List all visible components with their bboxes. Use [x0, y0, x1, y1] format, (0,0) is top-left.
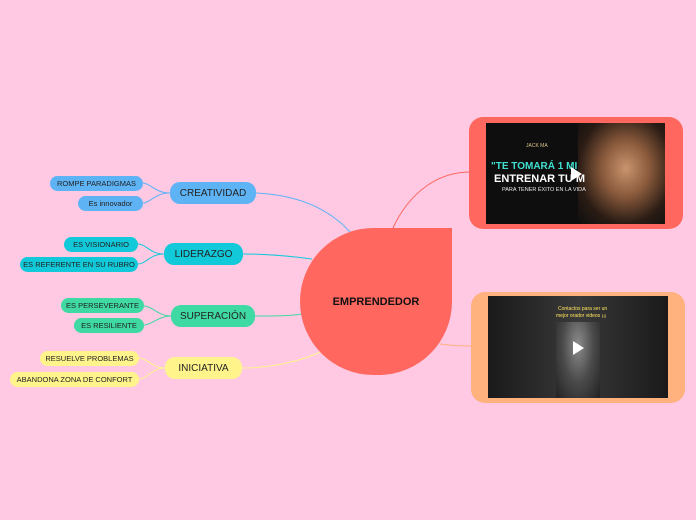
video-caption-line-2: mejor orador videos ¡¡¡: [556, 313, 607, 319]
video-caption-line-1: Contactos para ser un: [558, 306, 608, 312]
central-topic[interactable]: EMPRENDEDOR: [300, 228, 452, 375]
leaf-label: Es innovador: [88, 199, 133, 208]
branch-label: LIDERAZGO: [174, 248, 233, 260]
leaf-label: ROMPE PARADIGMAS: [56, 179, 137, 188]
leaf-rompe-paradigmas[interactable]: ROMPE PARADIGMAS: [50, 176, 143, 191]
link-video-1: [391, 171, 471, 231]
leaf-es-innovador[interactable]: Es innovador: [78, 196, 143, 211]
leaf-es-resiliente[interactable]: ES RESILIENTE: [74, 318, 144, 333]
leaf-label: ES RESILIENTE: [81, 321, 137, 330]
link-liderazgo: [242, 253, 313, 260]
video-title-line-3: PARA TENER ÉXITO EN LA VIDA: [502, 187, 586, 193]
video-title-line-2: ENTRENAR TU M: [494, 173, 586, 185]
leaf-abandona-zona[interactable]: ABANDONA ZONA DE CONFORT: [10, 372, 139, 387]
video-card-1[interactable]: JACK MA "TE TOMARÁ 1 MI ENTRENAR TU M PA…: [469, 117, 683, 229]
branch-label: INICIATIVA: [178, 362, 229, 374]
brand-text: JACK MA: [526, 143, 548, 149]
link-iniciativa: [241, 349, 326, 369]
link-superacion: [254, 313, 303, 317]
branch-label: SUPERACIÓN: [179, 310, 247, 322]
central-topic-label: EMPRENDEDOR: [332, 295, 420, 308]
branch-label: CREATIVIDAD: [179, 187, 247, 199]
branch-creatividad[interactable]: CREATIVIDAD: [170, 182, 256, 204]
leaf-es-referente[interactable]: ES REFERENTE EN SU RUBRO: [20, 257, 138, 272]
leaf-label: RESUELVE PROBLEMAS: [45, 354, 134, 363]
leaf-es-visionario[interactable]: ES VISIONARIO: [64, 237, 138, 252]
leaf-resuelve-problemas[interactable]: RESUELVE PROBLEMAS: [40, 351, 139, 366]
link-creatividad: [255, 192, 351, 233]
video-title-line-1: "TE TOMARÁ 1 MI: [491, 161, 578, 172]
branch-iniciativa[interactable]: INICIATIVA: [165, 357, 242, 379]
video-thumbnail-2[interactable]: Contactos para ser un mejor orador video…: [488, 296, 668, 398]
link-video-2: [439, 343, 472, 347]
speaker-portrait: [578, 123, 665, 224]
speaker-figure: [556, 322, 600, 398]
leaf-label: ES VISIONARIO: [73, 240, 129, 249]
leaf-label: ABANDONA ZONA DE CONFORT: [16, 375, 133, 384]
branch-superacion[interactable]: SUPERACIÓN: [171, 305, 255, 327]
leaf-es-perseverante[interactable]: ES PERSEVERANTE: [61, 298, 144, 313]
play-icon[interactable]: [573, 341, 584, 355]
branch-liderazgo[interactable]: LIDERAZGO: [164, 243, 243, 265]
leaf-label: ES PERSEVERANTE: [66, 301, 139, 310]
video-card-2[interactable]: Contactos para ser un mejor orador video…: [471, 292, 685, 403]
play-icon[interactable]: [571, 167, 582, 181]
leaf-label: ES REFERENTE EN SU RUBRO: [23, 260, 135, 269]
video-thumbnail-1[interactable]: JACK MA "TE TOMARÁ 1 MI ENTRENAR TU M PA…: [486, 123, 665, 224]
